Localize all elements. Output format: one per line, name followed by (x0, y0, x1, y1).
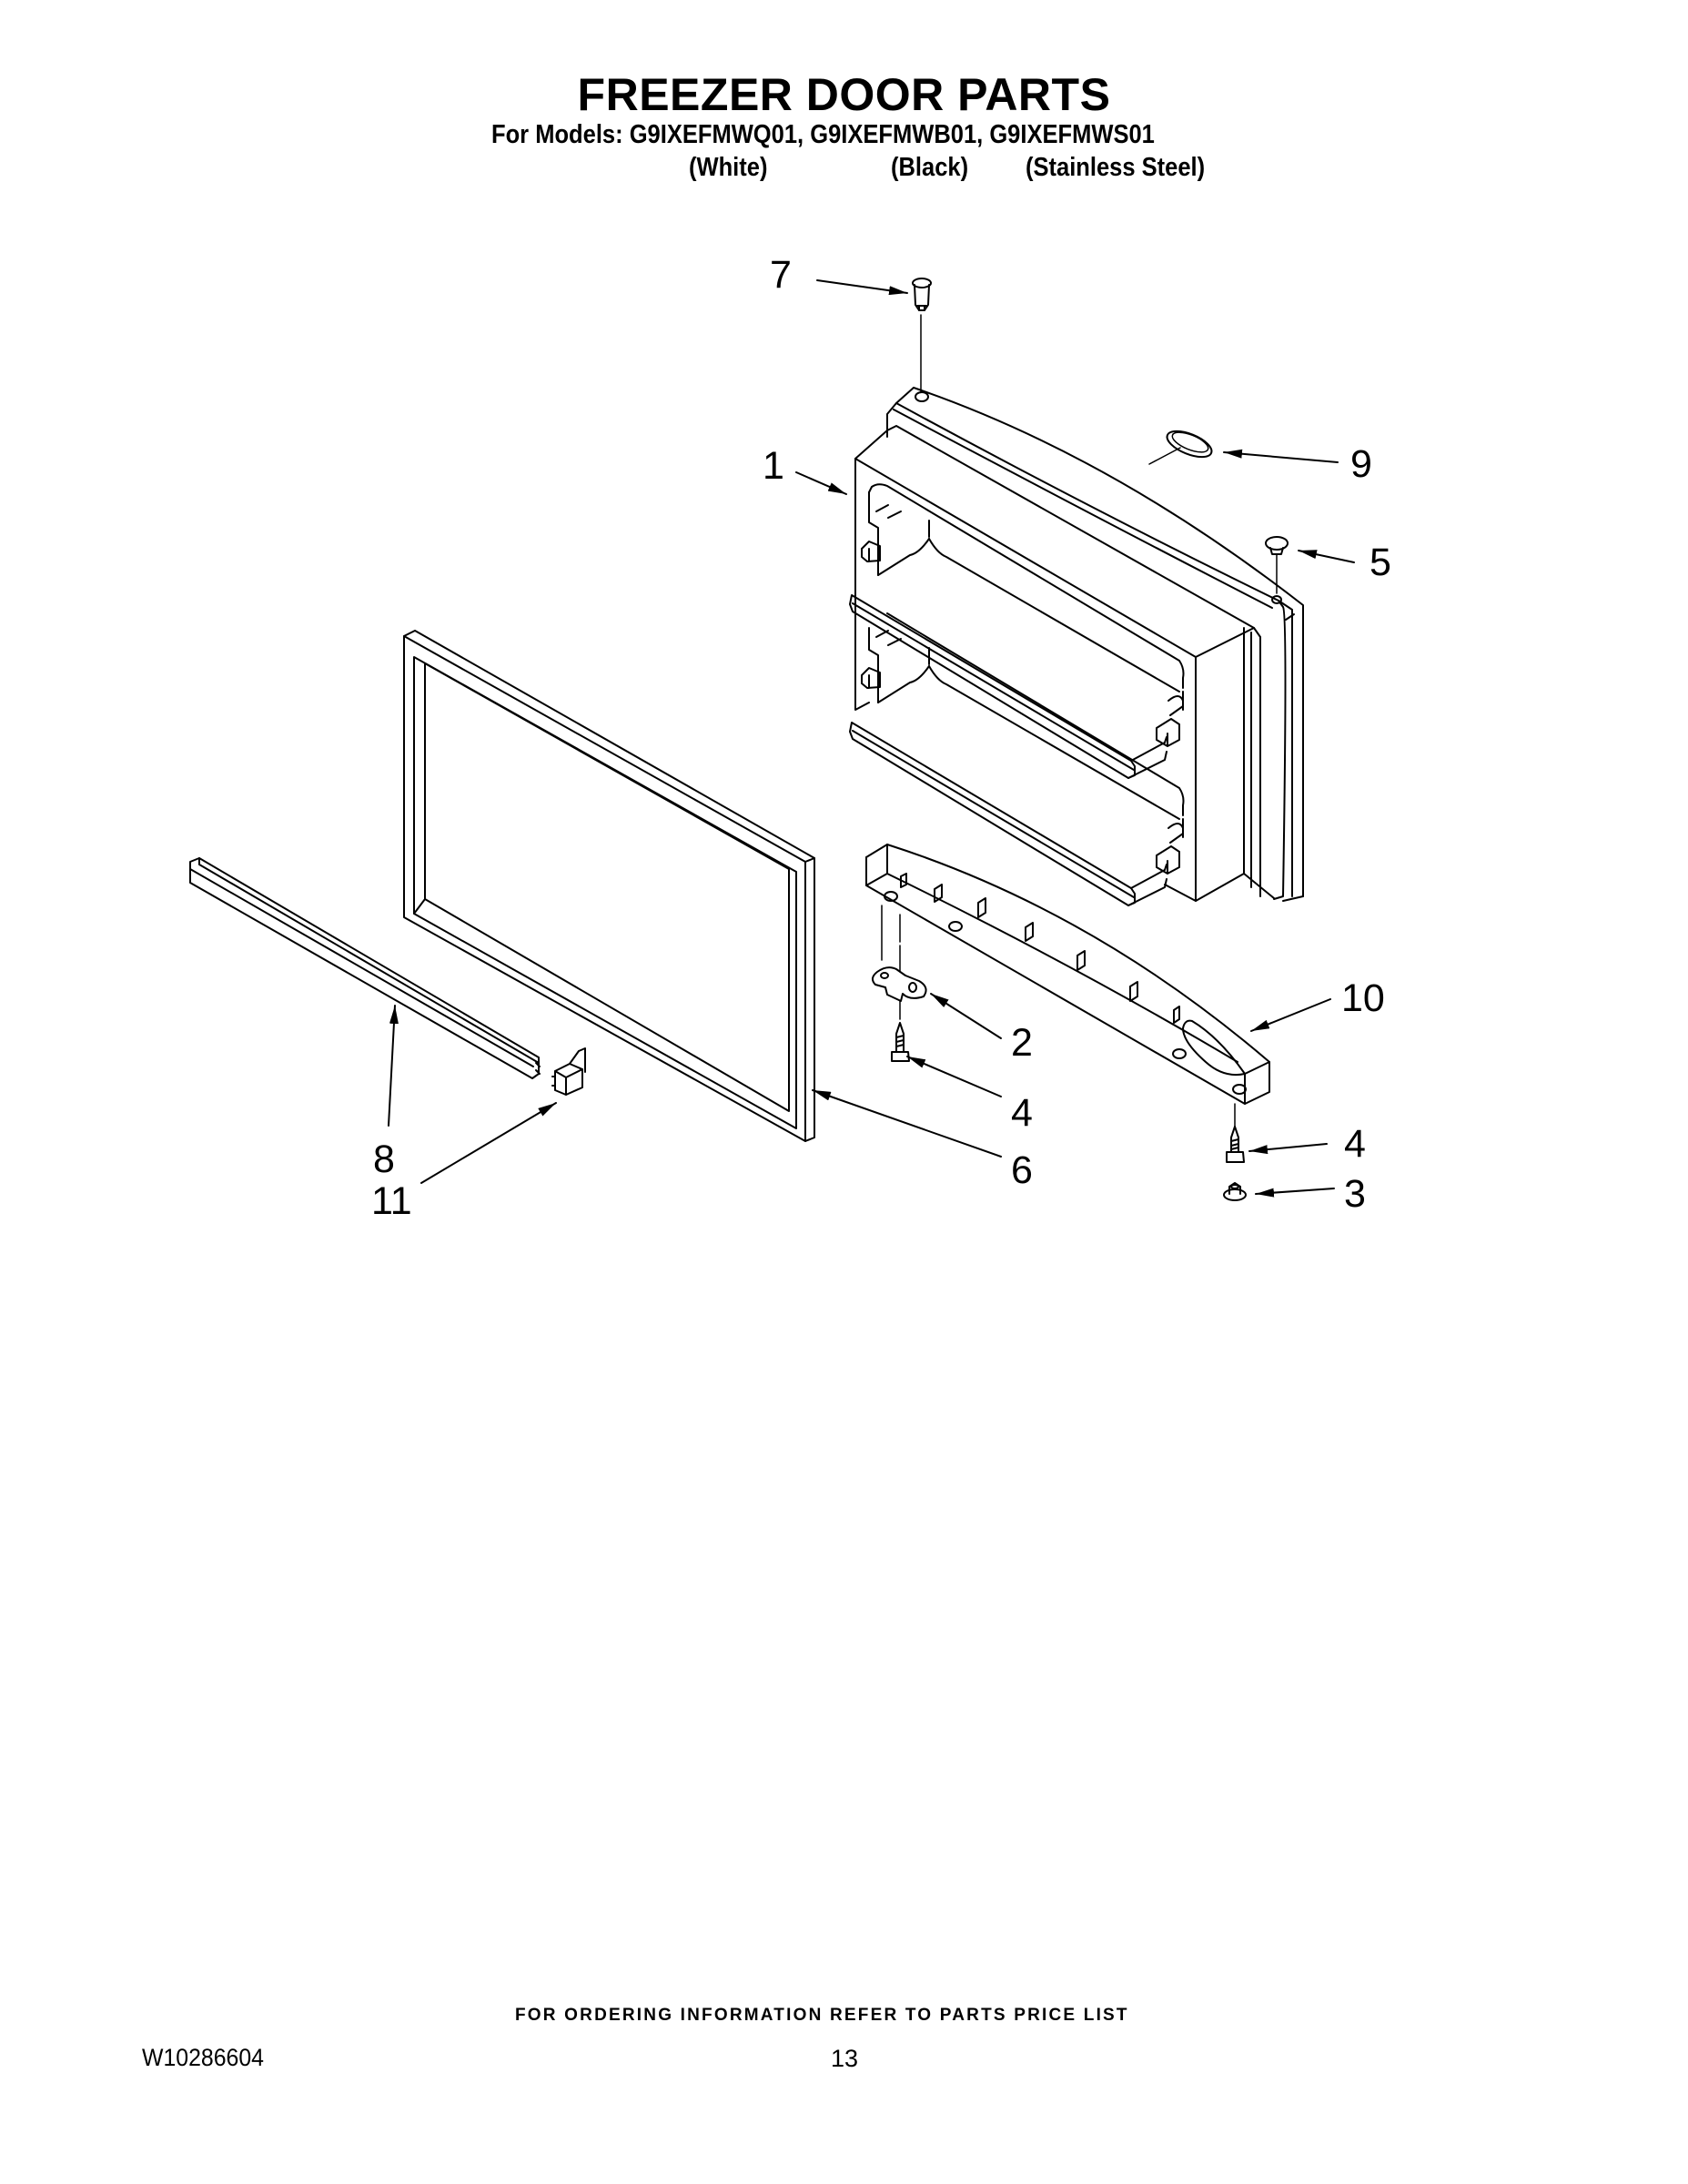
variant-black: (Black) (891, 153, 969, 182)
callout-8: 8 (373, 1138, 395, 1181)
callout-4-right: 4 (1344, 1122, 1366, 1166)
callout-4-left: 4 (1011, 1091, 1033, 1135)
leader-arrows (389, 280, 1354, 1198)
gasket-ring-icon (1149, 426, 1215, 464)
document-number: W10286604 (142, 2044, 264, 2071)
door-stop-pin-icon (913, 278, 931, 391)
models-line: For Models: G9IXEFMWQ01, G9IXEFMWB01, G9… (491, 120, 1155, 149)
callout-6: 6 (1011, 1148, 1033, 1192)
callout-7: 7 (770, 253, 792, 297)
hinge-bracket-icon (873, 967, 926, 1019)
nut-icon (1224, 1183, 1246, 1200)
freezer-door-icon (850, 388, 1303, 905)
ordering-information-note: FOR ORDERING INFORMATION REFER TO PARTS … (515, 2006, 1129, 2025)
callout-3: 3 (1344, 1172, 1366, 1216)
callout-2: 2 (1011, 1021, 1033, 1065)
variant-stainless-steel: (Stainless Steel) (1026, 153, 1206, 182)
plug-icon (1266, 537, 1288, 593)
trim-strip-icon (190, 858, 540, 1078)
callout-10: 10 (1341, 976, 1385, 1020)
callout-5: 5 (1370, 541, 1391, 584)
screw-left-icon (892, 1023, 909, 1061)
callout-1: 1 (763, 444, 784, 488)
page-title: FREEZER DOOR PARTS (577, 69, 1111, 120)
callout-11: 11 (371, 1179, 412, 1223)
door-gasket-icon (404, 631, 814, 1141)
callout-9: 9 (1350, 442, 1372, 486)
variant-white: (White) (689, 153, 768, 182)
door-handle-icon (866, 844, 1269, 1104)
page-number: 13 (831, 2045, 859, 2072)
end-cap-icon (552, 1048, 585, 1095)
screw-right-icon (1227, 1104, 1244, 1162)
